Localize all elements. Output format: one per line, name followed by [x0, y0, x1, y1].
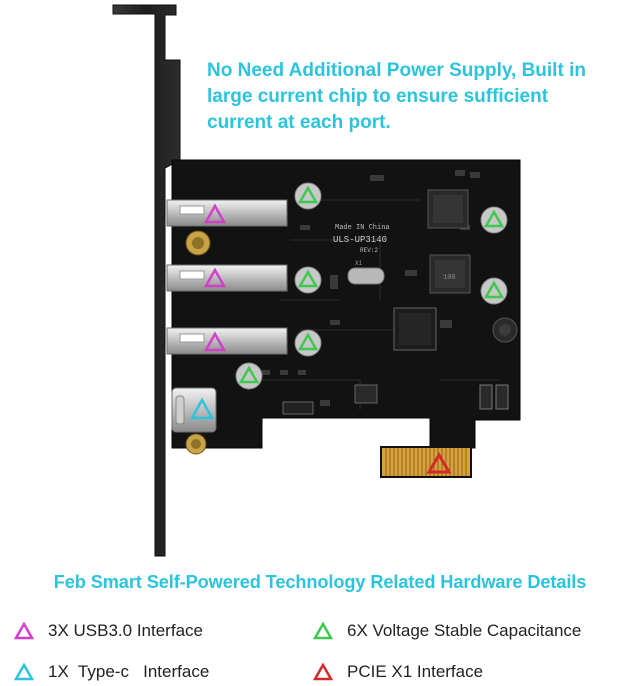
usb3-marker-1	[203, 203, 227, 224]
legend-capacitance-label: 6X Voltage Stable Capacitance	[347, 621, 582, 640]
headline-line-1: No Need Additional Power Supply, Built i…	[207, 60, 586, 81]
jumper-pads	[479, 384, 509, 410]
usb3-port-3	[166, 327, 288, 355]
triangle-icon	[14, 622, 34, 640]
legend-type-c-label: 1X Type-c Interface	[48, 662, 210, 681]
silkscreen-model: ULS-UP3140	[333, 235, 387, 245]
legend-usb3-label: 3X USB3.0 Interface	[48, 621, 203, 640]
legend-usb3: 3X USB3.0 Interface	[14, 618, 203, 644]
power-inductor-round	[492, 317, 518, 343]
usb3-marker-3	[203, 331, 227, 352]
inductor-label: 100	[443, 274, 456, 282]
legend-capacitance: 6X Voltage Stable Capacitance	[313, 618, 581, 644]
legend-pcie-label: PCIE X1 Interface	[347, 662, 484, 681]
triangle-icon	[313, 663, 333, 681]
pcie-card-illustration: Made IN China ULS-UP3140 REV:2 100 X1	[112, 4, 521, 557]
legend-pcie: PCIE X1 Interface	[313, 659, 483, 685]
voltage-regulator-chip	[354, 384, 378, 404]
secondary-chip	[282, 401, 314, 415]
type-c-port	[171, 387, 217, 433]
details-subtitle: Feb Smart Self-Powered Technology Relate…	[53, 572, 587, 592]
crystal-oscillator: X1	[347, 260, 385, 285]
crystal-label: X1	[355, 260, 363, 267]
headline-line-3: current at each port.	[207, 112, 391, 133]
usb3-marker-2	[203, 267, 227, 288]
capacitor-marker-2	[480, 206, 508, 234]
capacitor-marker-4	[480, 277, 508, 305]
usb3-port-2	[166, 264, 288, 292]
capacitor-marker-1	[294, 182, 322, 210]
type-c-marker	[189, 397, 215, 420]
bracket-screw-top	[185, 230, 211, 256]
triangle-icon	[14, 663, 34, 681]
silkscreen-made-in: Made IN China	[335, 224, 390, 232]
capacitor-marker-5	[294, 329, 322, 357]
gold-fingers	[382, 448, 470, 476]
usb-controller-chip	[393, 307, 437, 351]
headline-line-2: large current chip to ensure sufficient	[207, 86, 549, 107]
power-inductor-middle: 100	[429, 254, 471, 294]
triangle-icon	[313, 622, 333, 640]
legend-type-c: 1X Type-c Interface	[14, 659, 209, 685]
capacitor-marker-3	[294, 266, 322, 294]
pcie-marker	[426, 452, 452, 474]
bracket-screw-bottom	[185, 433, 207, 455]
headline: No Need Additional Power Supply, Built i…	[207, 58, 637, 136]
power-inductor-top	[427, 189, 469, 229]
silkscreen-revision: REV:2	[360, 247, 378, 254]
capacitor-marker-6	[235, 362, 263, 390]
usb3-port-1	[166, 199, 288, 227]
